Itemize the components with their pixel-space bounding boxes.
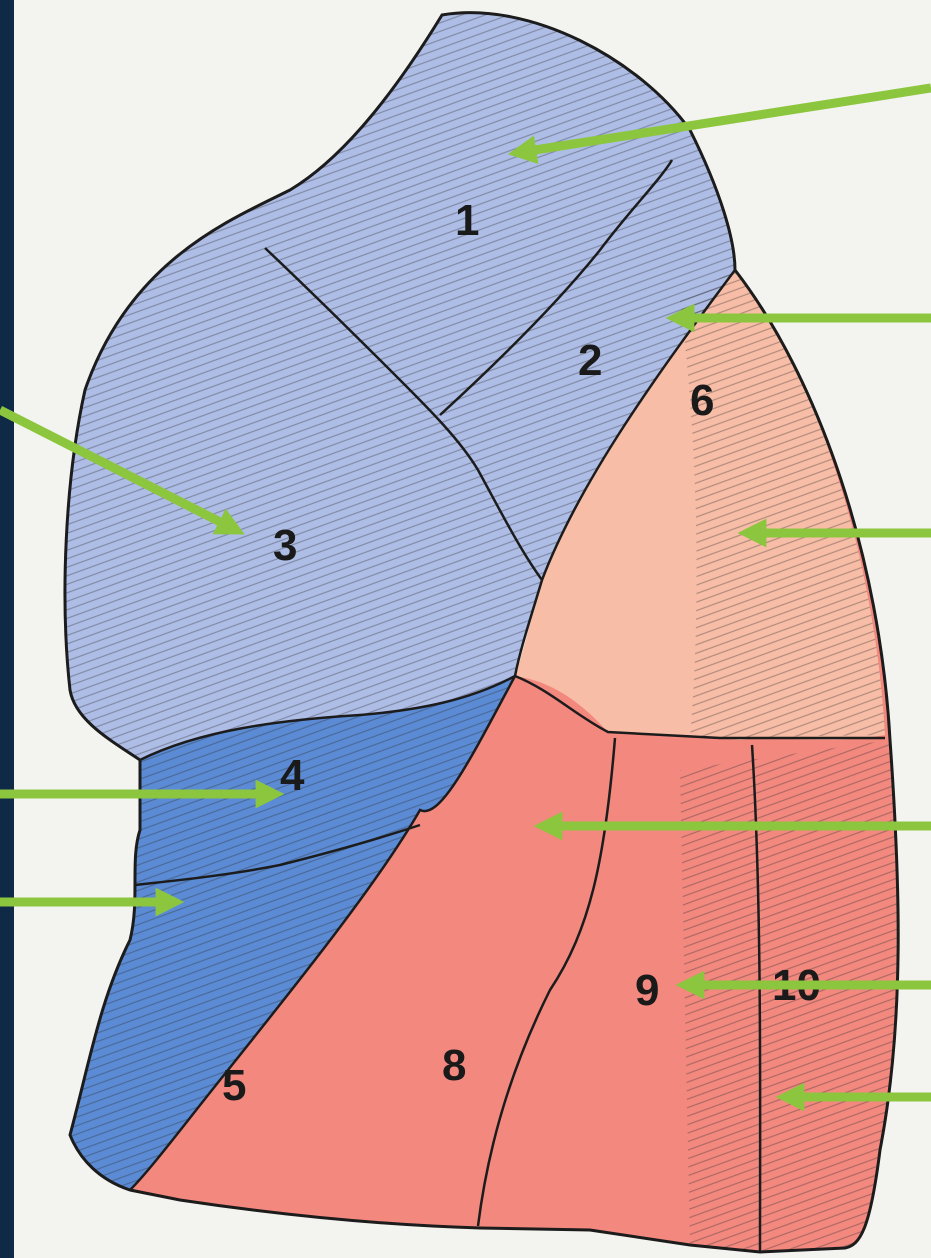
segment-5: 5: [222, 1061, 246, 1110]
segment-label-1: 1: [455, 196, 479, 245]
segment-label-3: 3: [273, 521, 297, 570]
segment-label-8: 8: [442, 1041, 466, 1090]
segment-label-6: 6: [690, 376, 714, 425]
segment-label-9: 9: [635, 966, 659, 1015]
segment-label-4: 4: [280, 751, 305, 800]
segment-label-2: 2: [578, 336, 602, 385]
